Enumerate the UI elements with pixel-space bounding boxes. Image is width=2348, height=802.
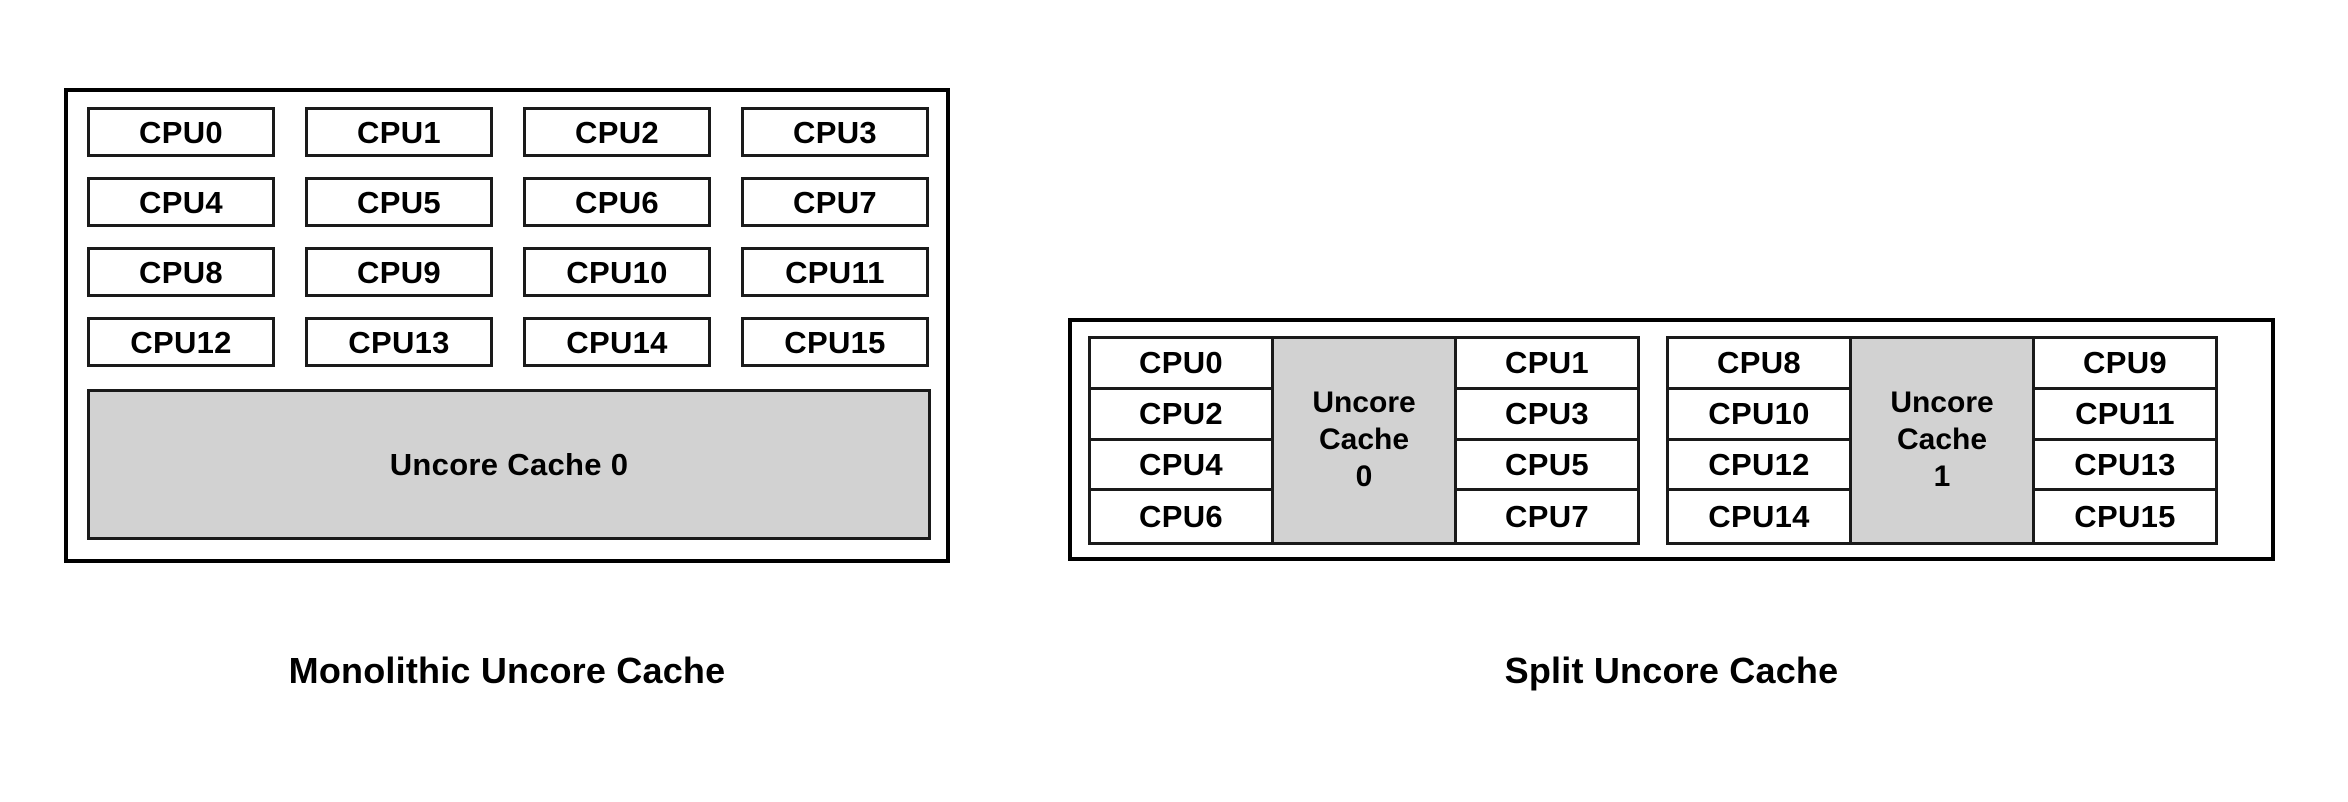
cpu-box: CPU13 [305, 317, 493, 367]
monolithic-caption: Monolithic Uncore Cache [288, 650, 726, 691]
cpu-box: CPU15 [741, 317, 929, 367]
cpu-box: CPU10 [523, 247, 711, 297]
cluster-left-column: CPU8 CPU10 CPU12 CPU14 [1669, 339, 1849, 542]
cpu-box: CPU12 [87, 317, 275, 367]
cpu-cell: CPU9 [2035, 339, 2215, 390]
cpu-cell: CPU4 [1091, 440, 1271, 492]
cpu-box: CPU4 [87, 177, 275, 227]
uncore-cache-block: Uncore Cache 1 [1849, 339, 2035, 542]
cpu-cell: CPU0 [1091, 339, 1271, 390]
cpu-cell: CPU1 [1457, 339, 1637, 390]
cache-label-index: 1 [1933, 459, 1951, 493]
cpu-box: CPU6 [523, 177, 711, 227]
cluster-right-column: CPU9 CPU11 CPU13 CPU15 [2035, 339, 2215, 542]
cpu-cell: CPU12 [1669, 440, 1849, 492]
cpu-cell: CPU3 [1457, 389, 1637, 441]
cpu-cell: CPU7 [1457, 491, 1637, 542]
cache-label-line: Uncore [1890, 386, 1994, 420]
cpu-cell: CPU11 [2035, 389, 2215, 441]
cpu-cell: CPU2 [1091, 389, 1271, 441]
cpu-cell: CPU8 [1669, 339, 1849, 390]
uncore-cache-block: Uncore Cache 0 [87, 389, 931, 540]
monolithic-uncore-cache-panel: CPU0 CPU1 CPU2 CPU3 CPU4 CPU5 CPU6 CPU7 … [64, 88, 950, 563]
cpu-cell: CPU15 [2035, 491, 2215, 542]
split-caption: Split Uncore Cache [1504, 650, 1839, 691]
cpu-cell: CPU14 [1669, 491, 1849, 542]
cpu-grid: CPU0 CPU1 CPU2 CPU3 CPU4 CPU5 CPU6 CPU7 … [87, 107, 931, 367]
cpu-cell: CPU6 [1091, 491, 1271, 542]
cluster-right-column: CPU1 CPU3 CPU5 CPU7 [1457, 339, 1637, 542]
cluster-left-column: CPU0 CPU2 CPU4 CPU6 [1091, 339, 1271, 542]
cpu-box: CPU5 [305, 177, 493, 227]
cpu-cell: CPU13 [2035, 440, 2215, 492]
cache-label-line: Cache [1318, 423, 1410, 457]
cpu-cluster: CPU0 CPU2 CPU4 CPU6 Uncore Cache 0 CPU1 … [1088, 336, 1640, 545]
cpu-box: CPU11 [741, 247, 929, 297]
cpu-box: CPU2 [523, 107, 711, 157]
cpu-box: CPU9 [305, 247, 493, 297]
split-panel-content: CPU0 CPU2 CPU4 CPU6 Uncore Cache 0 CPU1 … [1088, 336, 2218, 545]
split-uncore-cache-panel: CPU0 CPU2 CPU4 CPU6 Uncore Cache 0 CPU1 … [1068, 318, 2275, 561]
cache-label-index: 0 [1355, 459, 1373, 493]
cpu-box: CPU8 [87, 247, 275, 297]
cpu-box: CPU3 [741, 107, 929, 157]
cache-label-line: Cache [1896, 423, 1988, 457]
monolithic-panel-content: CPU0 CPU1 CPU2 CPU3 CPU4 CPU5 CPU6 CPU7 … [87, 107, 931, 543]
cpu-cell: CPU5 [1457, 440, 1637, 492]
cpu-box: CPU1 [305, 107, 493, 157]
cpu-box: CPU7 [741, 177, 929, 227]
cpu-cluster: CPU8 CPU10 CPU12 CPU14 Uncore Cache 1 CP… [1666, 336, 2218, 545]
uncore-cache-block: Uncore Cache 0 [1271, 339, 1457, 542]
cpu-box: CPU0 [87, 107, 275, 157]
cpu-cell: CPU10 [1669, 389, 1849, 441]
cache-label-line: Uncore [1312, 386, 1416, 420]
cpu-box: CPU14 [523, 317, 711, 367]
